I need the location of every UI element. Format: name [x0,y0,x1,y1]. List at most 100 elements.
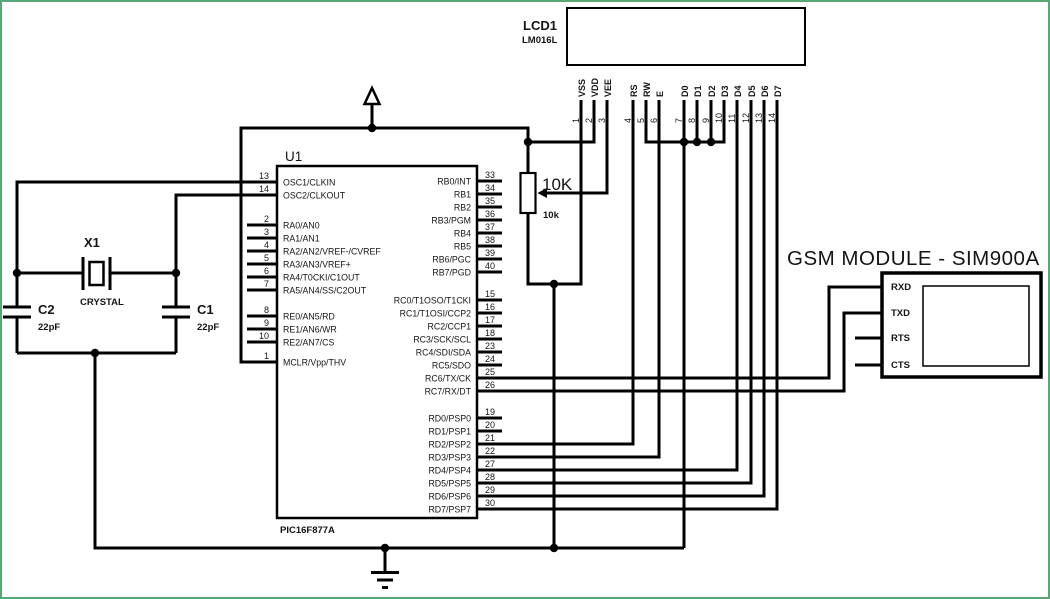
pot-body [519,171,537,215]
pin-number: 29 [485,485,495,495]
lcd-body [566,7,806,66]
pin-number: 2 [584,118,594,123]
pin-name: RE0/AN5/RD [283,312,335,322]
pin-name: RB4 [454,229,471,239]
pin-name: RC3/SCK/SCL [413,335,471,345]
pin-number: 15 [485,289,495,299]
junction-dot [523,137,533,147]
wire-d6-rd6 [477,100,766,498]
pin-name: CTS [891,360,910,371]
wire-vdd-lcd [528,100,596,144]
pin-name: RC5/SDO [432,361,471,371]
wire-vee-wiper [547,100,609,195]
pin-name: RB5 [454,242,471,252]
pin-number: 16 [485,302,495,312]
pin-name: VDD [590,77,600,97]
junction-dot [692,137,702,147]
pin-name: D2 [707,85,717,97]
junction-dot [549,543,559,553]
pin-number: 7 [264,279,269,289]
pin-number: 5 [636,118,646,123]
mcu-part: PIC16F877A [280,525,335,536]
pin-number: 25 [485,367,495,377]
pin-number: 6 [264,266,269,276]
pin-name: VEE [603,79,613,97]
crystal-ref: X1 [84,235,100,250]
pin-name: RB6/PGC [432,255,471,265]
pin-number: 36 [485,209,495,219]
pin-name: OSC2/CLKOUT [283,191,346,201]
pin-number: 11 [727,114,737,123]
pin-name: MCLR/Vpp/THV [283,358,346,368]
pin-name: RB3/PGM [431,216,471,226]
junction-dot [679,137,689,147]
pin-name: RC0/T1OSO/T1CKI [394,296,471,306]
mcu-right-pin-names: RB0/INT RB1 RB2 RB3/PGM RB4 RB5 RB6/PGC … [394,177,472,515]
pin-number: 8 [264,305,269,315]
pin-number: 34 [485,183,495,193]
mcu-left-pin-numbers: 13 14 2 3 4 5 6 7 8 9 10 1 [259,171,269,361]
lcd-pin-labels: VSS VDD VEE RS RW E D0 D1 D2 D3 D4 D5 D6… [577,77,783,97]
power-arrow-icon [362,85,382,106]
pin-number: 4 [264,240,269,250]
lcd-ref: LCD1 [523,18,557,33]
lcd-part: LM016L [522,35,558,46]
pin-number: 5 [264,253,269,263]
junction-dot [549,279,559,289]
ground-symbol [371,548,399,589]
pin-number: 40 [485,261,495,271]
pin-number: 22 [485,446,495,456]
gsm-pin-labels: RXD TXD RTS CTS [891,282,911,371]
cap-c1-ref: C1 [197,302,214,317]
pin-name: RD3/PSP3 [428,453,471,463]
pin-number: 27 [485,459,495,469]
wire-d4-rd4 [477,100,739,472]
pin-name: D1 [693,85,703,97]
pin-name: RA4/T0CKI/C1OUT [283,273,360,283]
wire-rx-to-gsm-txd [477,311,882,393]
pin-number: 12 [741,113,751,123]
pin-number: 26 [485,380,495,390]
mcu-right-pin-stubs [477,179,502,433]
pin-name: E [655,91,665,97]
mcu-right-pin-numbers: 33 34 35 36 37 38 39 40 15 16 17 18 23 2… [485,170,495,508]
pin-name: RA1/AN1 [283,234,320,244]
pin-name: RXD [891,282,911,293]
wire-rs-rd2 [477,100,635,446]
pin-number: 1 [571,118,581,123]
pin-name: RB7/PGD [432,268,471,278]
pin-number: 33 [485,170,495,180]
pin-number: 21 [485,433,495,443]
pin-number: 9 [264,318,269,328]
pot-ref: 10K [542,175,573,194]
pin-name: RC4/SDI/SDA [416,348,471,358]
pin-number: 6 [649,118,659,123]
pin-number: 35 [485,196,495,206]
pin-name: RE1/AN6/WR [283,325,337,335]
pin-number: 38 [485,235,495,245]
pin-name: RA2/AN2/VREF-/CVREF [283,247,381,257]
pin-name: RC7/RX/DT [425,387,472,397]
crystal-label: CRYSTAL [80,297,124,308]
junction-dot [12,268,22,278]
pin-name: RD6/PSP6 [428,492,471,502]
pin-name: OSC1/CLKIN [283,178,335,188]
capacitor-c2-plates [3,305,31,319]
pin-name: RC2/CCP1 [427,322,471,332]
pin-number: 2 [264,214,269,224]
pin-name: VSS [577,79,587,97]
mcu-ref: U1 [285,149,302,164]
wire-d7-rd7 [477,100,779,511]
pin-number: 30 [485,498,495,508]
pin-name: D6 [760,85,770,97]
junction-dots [12,123,716,553]
junction-dot [90,348,100,358]
wire-ground-rail [93,353,684,550]
mcu-left-pin-stubs [247,223,277,344]
crystal-body [88,260,105,287]
pin-name: RTS [891,333,910,344]
pin-name: D0 [680,85,690,97]
crystal-plates [81,257,112,290]
pin-name: RC1/T1OSI/CCP2 [400,309,471,319]
